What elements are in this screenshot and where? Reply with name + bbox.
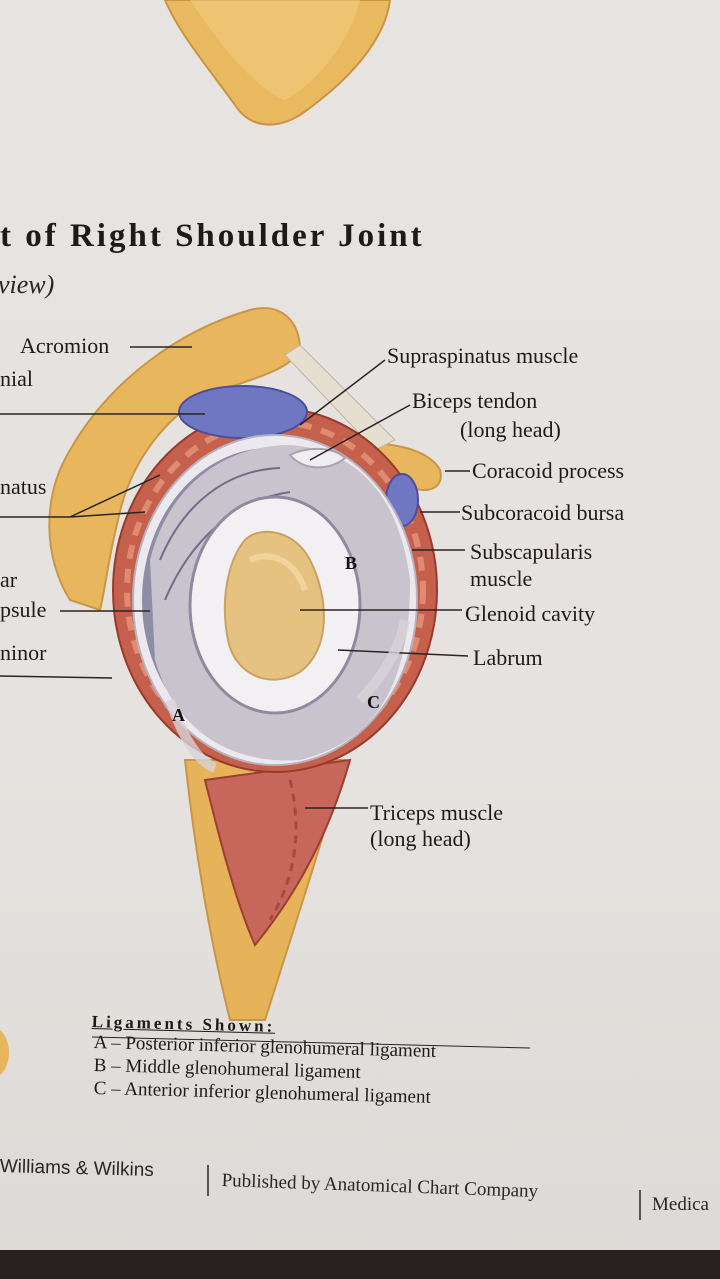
leader-lines <box>0 346 470 809</box>
label-subscapularis: Subscapularis <box>470 539 593 564</box>
subacromial-bursa <box>178 385 308 439</box>
label-biceps-long-head: (long head) <box>460 417 561 442</box>
label-triceps: Triceps muscle <box>370 800 504 825</box>
label-glenoid-cavity: Glenoid cavity <box>465 601 596 626</box>
label-clipped-teres-minor: ninor <box>0 640 47 665</box>
label-labrum: Labrum <box>473 645 543 670</box>
footer-publisher-left: Williams & Wilkins <box>0 1156 155 1182</box>
triceps-muscle <box>203 758 352 947</box>
ligament-letter-c: C <box>367 692 380 712</box>
label-clipped-glenohumeral: ar <box>0 567 18 592</box>
label-biceps-tendon: Biceps tendon <box>412 388 538 413</box>
label-subscapularis-muscle: muscle <box>470 566 533 591</box>
page-title: t of Right Shoulder Joint <box>0 218 425 254</box>
bone-left-fragment <box>0 1030 9 1075</box>
label-subcoracoid-bursa: Subcoracoid bursa <box>461 500 625 525</box>
coraco-acromial-ligament <box>284 344 396 451</box>
footer-publisher-right: Medica <box>652 1194 709 1215</box>
ligament-letter-a: A <box>172 705 185 725</box>
bottom-shadow <box>0 1250 720 1279</box>
label-clipped-supraspinatus: natus <box>0 474 47 499</box>
biceps-tendon <box>288 447 347 469</box>
label-triceps-long-head: (long head) <box>370 826 471 851</box>
glenoid-cavity <box>223 530 325 681</box>
label-clipped-subacromial: nial <box>0 366 33 391</box>
label-coracoid-process: Coracoid process <box>472 458 625 483</box>
label-clipped-capsule: psule <box>0 597 47 622</box>
label-acromion: Acromion <box>20 333 110 358</box>
page-subtitle: view) <box>0 270 55 299</box>
ligament-letter-b: B <box>345 553 358 573</box>
label-supraspinatus: Supraspinatus muscle <box>387 343 579 368</box>
